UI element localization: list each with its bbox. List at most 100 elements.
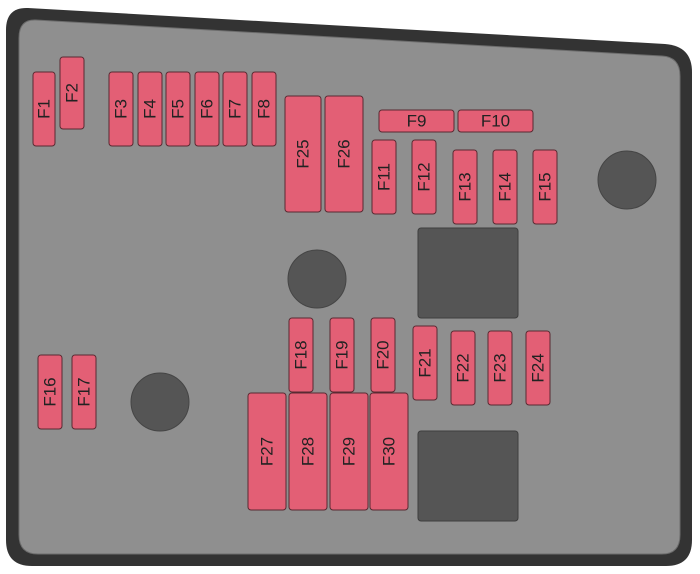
fuse-f15: F15 — [532, 149, 558, 225]
fuse-body-f20 — [370, 317, 396, 393]
mount-holes-group — [130, 150, 657, 432]
fuse-body-f3 — [108, 71, 134, 147]
fuse-f6: F6 — [194, 71, 220, 147]
fuse-f7: F7 — [222, 71, 248, 147]
fuse-label-f5: F5 — [169, 99, 188, 119]
fuse-label-f26: F26 — [335, 139, 354, 168]
fuse-f8: F8 — [251, 71, 277, 147]
fuse-label-f25: F25 — [294, 139, 313, 168]
fuse-label-f1: F1 — [35, 99, 54, 119]
fuse-body-f4 — [137, 71, 163, 147]
fuse-label-f23: F23 — [491, 353, 510, 382]
fuse-body-f21 — [412, 325, 438, 401]
fuse-f17: F17 — [71, 354, 97, 430]
fuse-f28: F28 — [288, 392, 328, 511]
fuse-body-f28 — [288, 392, 328, 511]
fuse-label-f14: F14 — [496, 172, 515, 201]
fuse-label-f18: F18 — [292, 340, 311, 369]
fuse-body-f2 — [59, 56, 85, 130]
fuse-f5: F5 — [165, 71, 191, 147]
fuse-body-f13 — [452, 149, 478, 225]
fuse-f19: F19 — [329, 317, 355, 393]
fuse-body-f6 — [194, 71, 220, 147]
fuse-f22: F22 — [450, 330, 476, 406]
fuse-f26: F26 — [324, 95, 364, 213]
mount-hole-left — [130, 372, 190, 432]
fuse-f16: F16 — [37, 354, 63, 430]
fuse-label-f13: F13 — [456, 172, 475, 201]
fuse-label-f21: F21 — [416, 348, 435, 377]
fuse-f3: F3 — [108, 71, 134, 147]
fuse-body-f27 — [247, 392, 287, 511]
fuse-body-f11 — [371, 139, 397, 215]
fuse-f13: F13 — [452, 149, 478, 225]
fuse-body-f8 — [251, 71, 277, 147]
fuse-f25: F25 — [284, 95, 322, 213]
fuse-label-f29: F29 — [340, 437, 359, 466]
fuse-label-f9: F9 — [407, 112, 427, 131]
fuse-label-f10: F10 — [481, 112, 510, 131]
fuse-f27: F27 — [247, 392, 287, 511]
fuse-body-f18 — [288, 317, 314, 393]
fuse-label-f22: F22 — [454, 353, 473, 382]
fuse-f12: F12 — [411, 139, 437, 215]
fuse-label-f28: F28 — [299, 437, 318, 466]
fuse-label-f7: F7 — [226, 99, 245, 119]
fuse-f24: F24 — [525, 330, 551, 406]
fuse-label-f12: F12 — [415, 162, 434, 191]
fuse-label-f30: F30 — [380, 437, 399, 466]
mount-hole-center — [287, 249, 347, 309]
fuse-f20: F20 — [370, 317, 396, 393]
fuse-f2: F2 — [59, 56, 85, 130]
fuse-f29: F29 — [329, 392, 369, 511]
fuse-label-f16: F16 — [41, 377, 60, 406]
fuse-f23: F23 — [487, 330, 513, 406]
fuse-f18: F18 — [288, 317, 314, 393]
fuse-label-f17: F17 — [75, 377, 94, 406]
fuse-body-f5 — [165, 71, 191, 147]
fuse-f30: F30 — [369, 392, 409, 511]
relay-upper — [417, 227, 519, 319]
fuse-label-f2: F2 — [63, 83, 82, 103]
fuse-label-f20: F20 — [374, 340, 393, 369]
mount-hole-right — [597, 150, 657, 210]
fuse-label-f11: F11 — [375, 163, 394, 191]
fuse-body-f24 — [525, 330, 551, 406]
fuse-label-f24: F24 — [529, 353, 548, 382]
fuse-f1: F1 — [32, 71, 56, 147]
fuse-label-f27: F27 — [258, 437, 277, 466]
fuse-body-f10 — [457, 109, 534, 133]
fuse-body-f17 — [71, 354, 97, 430]
fuse-label-f8: F8 — [255, 99, 274, 119]
fuse-body-f25 — [284, 95, 322, 213]
fuse-label-f4: F4 — [141, 99, 160, 119]
fuse-label-f15: F15 — [536, 172, 555, 201]
fuse-f14: F14 — [492, 149, 518, 225]
fuse-body-f16 — [37, 354, 63, 430]
fuse-body-f9 — [378, 109, 455, 133]
fuse-f11: F11 — [371, 139, 397, 215]
fuse-f9: F9 — [378, 109, 455, 133]
relays-group — [417, 227, 519, 522]
fuse-f10: F10 — [457, 109, 534, 133]
fuse-body-f30 — [369, 392, 409, 511]
fuse-body-f22 — [450, 330, 476, 406]
fuse-body-f26 — [324, 95, 364, 213]
fuse-body-f14 — [492, 149, 518, 225]
fuse-body-f29 — [329, 392, 369, 511]
fuse-label-f6: F6 — [198, 99, 217, 119]
fuse-body-f15 — [532, 149, 558, 225]
fuse-body-f23 — [487, 330, 513, 406]
fuse-f4: F4 — [137, 71, 163, 147]
fuse-f21: F21 — [412, 325, 438, 401]
relay-lower — [417, 430, 519, 522]
fuse-label-f3: F3 — [112, 99, 131, 119]
fuse-body-f1 — [32, 71, 56, 147]
fuse-body-f12 — [411, 139, 437, 215]
fuse-body-f7 — [222, 71, 248, 147]
fuse-body-f19 — [329, 317, 355, 393]
fuse-label-f19: F19 — [333, 340, 352, 369]
